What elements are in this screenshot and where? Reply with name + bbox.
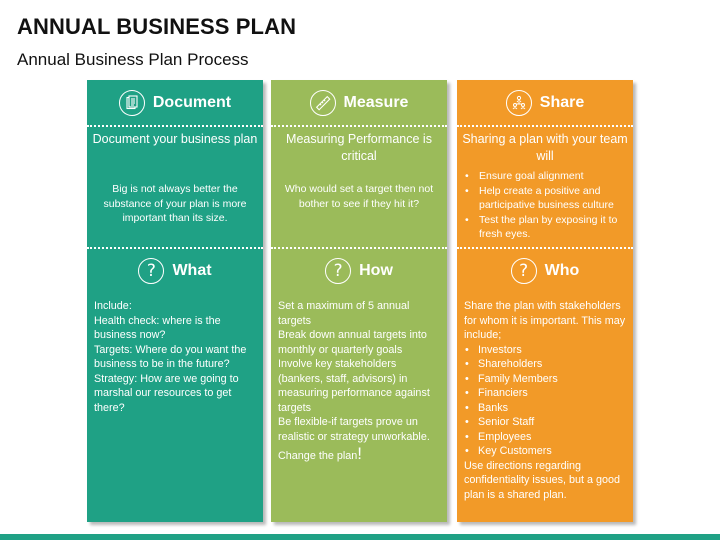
list-item: Family Members — [464, 372, 627, 387]
list-item: Employees — [464, 430, 627, 445]
list-item: Banks — [464, 401, 627, 416]
list-item: Help create a positive and participative… — [463, 184, 629, 213]
what-line: Include: — [94, 300, 132, 312]
what-line: Targets: Where do you want the business … — [94, 343, 247, 371]
dotted-divider — [457, 247, 633, 249]
list-item: Test the plan by exposing it to fresh ey… — [463, 213, 629, 242]
who-header: ? Who — [457, 255, 633, 287]
who-intro: Share the plan with stakeholders for who… — [464, 300, 626, 341]
dotted-divider — [87, 125, 263, 127]
measure-header: Measure — [271, 87, 447, 119]
question-icon: ? — [325, 258, 352, 284]
share-card: Share Sharing a plan with your team will… — [457, 80, 633, 522]
who-label: Who — [544, 262, 580, 279]
list-item: Ensure goal alignment — [463, 169, 629, 184]
slide-subtitle: Annual Business Plan Process — [17, 50, 249, 69]
how-label: How — [359, 262, 393, 279]
ruler-icon — [309, 90, 336, 116]
what-label: What — [172, 262, 212, 279]
who-body: Share the plan with stakeholders for who… — [464, 299, 627, 502]
question-icon: ? — [510, 258, 537, 284]
measure-card: Measure Measuring Performance is critica… — [271, 80, 447, 522]
slide-title: ANNUAL BUSINESS PLAN — [17, 14, 297, 39]
how-closing: Change the plan! — [278, 444, 362, 463]
document-note: Big is not always better the substance o… — [103, 183, 247, 224]
how-body: Set a maximum of 5 annual targets Break … — [278, 299, 441, 464]
what-header: ? What — [87, 255, 263, 287]
list-item: Financiers — [464, 386, 627, 401]
measure-note: Who would set a target then not bother t… — [284, 183, 434, 210]
dotted-divider — [271, 125, 447, 127]
dotted-divider — [87, 247, 263, 249]
list-item: Shareholders — [464, 357, 627, 372]
share-label: Share — [539, 94, 585, 111]
share-lead: Sharing a plan with your team will — [462, 132, 628, 163]
document-label: Document — [152, 94, 232, 111]
who-outro: Use directions regarding confidentiality… — [464, 459, 621, 501]
measure-lead: Measuring Performance is critical — [286, 132, 432, 163]
footer-bar — [0, 534, 720, 540]
document-icon — [118, 90, 145, 116]
how-line: Involve key stakeholders (bankers, staff… — [278, 358, 430, 414]
what-line: Strategy: How are we going to marshal ou… — [94, 372, 239, 414]
document-card: Document Document your business plan Big… — [87, 80, 263, 522]
document-header: Document — [87, 87, 263, 119]
list-item: Senior Staff — [464, 415, 627, 430]
document-lead: Document your business plan — [92, 132, 258, 146]
what-line: Health check: where is the business now? — [94, 314, 221, 342]
dotted-divider — [271, 247, 447, 249]
team-icon — [505, 90, 532, 116]
who-bullets: Investors Shareholders Family Members Fi… — [464, 343, 627, 459]
list-item: Key Customers — [464, 444, 627, 459]
how-line: Be flexible-if targets prove un realisti… — [278, 416, 430, 443]
question-icon: ? — [138, 258, 165, 284]
measure-label: Measure — [343, 94, 409, 111]
share-bullets: Ensure goal alignment Help create a posi… — [463, 169, 629, 242]
what-body: Include: Health check: where is the busi… — [94, 299, 257, 415]
list-item: Investors — [464, 343, 627, 358]
how-header: ? How — [271, 255, 447, 287]
how-line: Break down annual targets into monthly o… — [278, 329, 427, 356]
dotted-divider — [457, 125, 633, 127]
how-line: Set a maximum of 5 annual targets — [278, 300, 410, 327]
share-header: Share — [457, 87, 633, 119]
